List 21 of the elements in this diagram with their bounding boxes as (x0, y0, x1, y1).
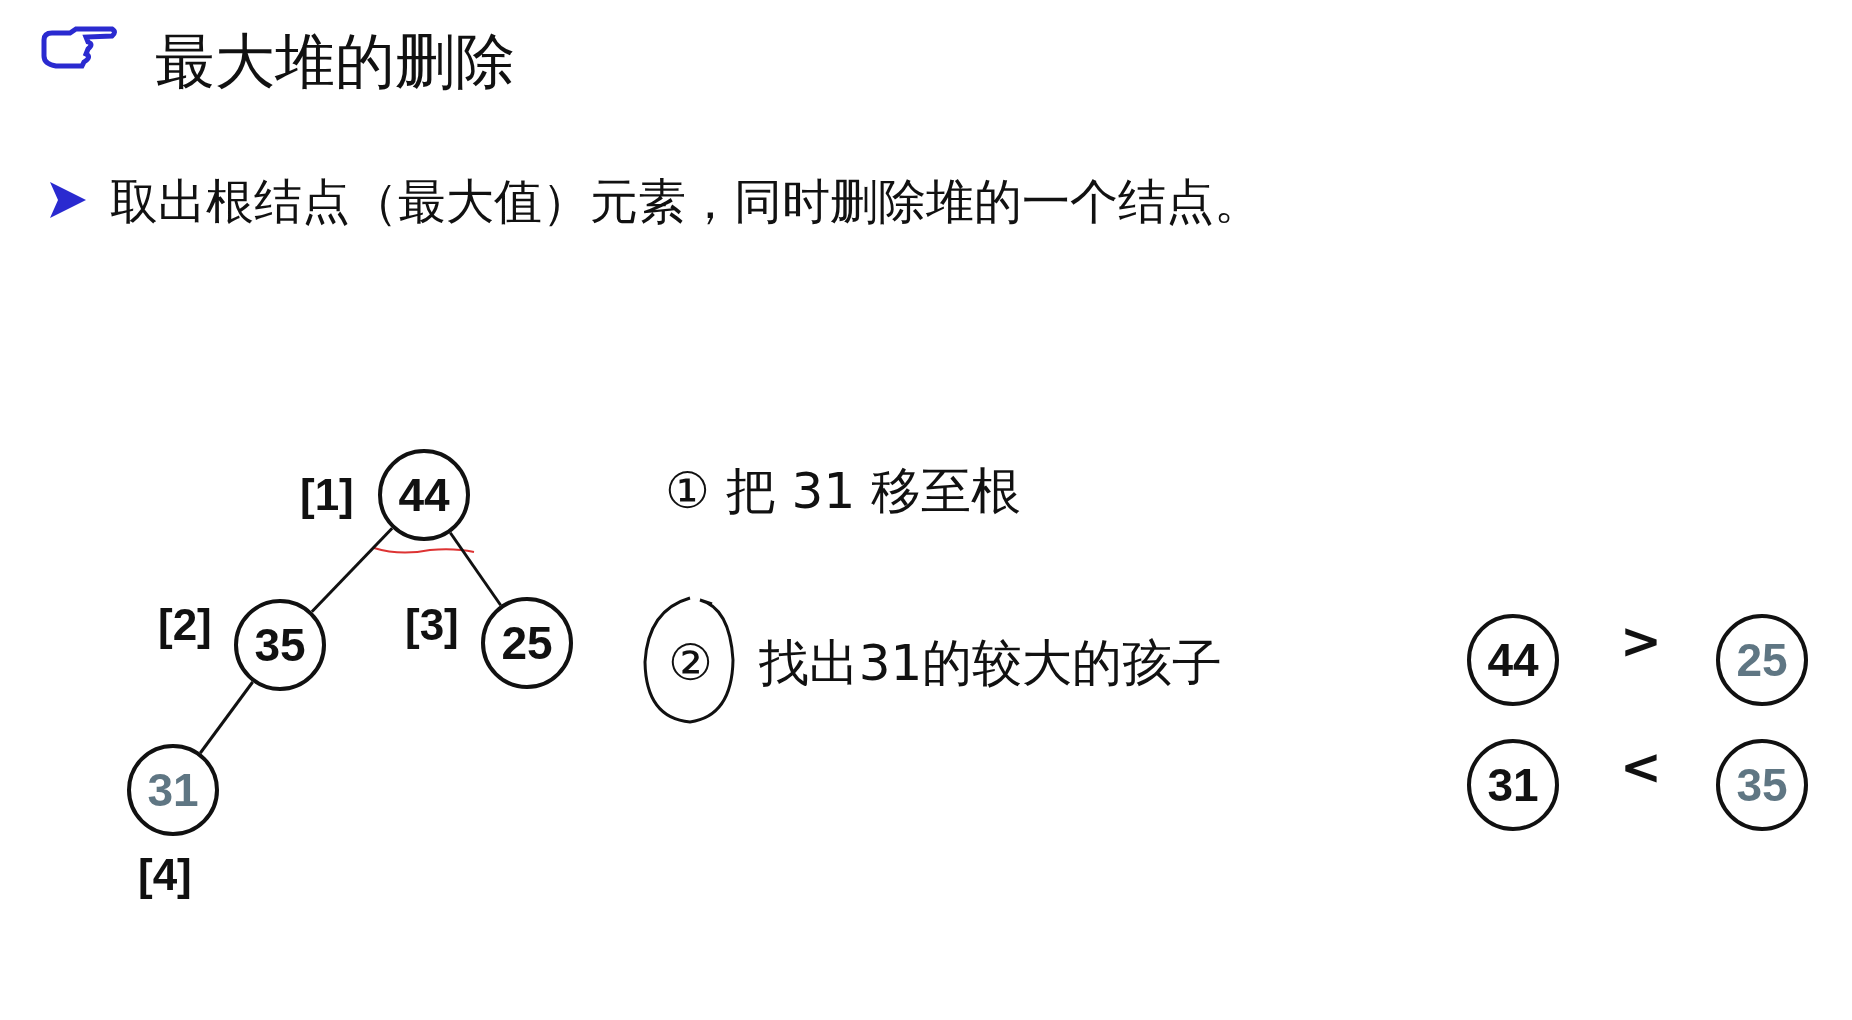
node-value: 44 (1487, 633, 1539, 687)
index-label: [1] (300, 470, 354, 520)
tree-edge (199, 681, 254, 754)
tree-edge (310, 527, 394, 613)
index-label: [2] (158, 600, 212, 650)
node-value: 25 (501, 616, 553, 670)
node-value: 44 (398, 468, 450, 522)
node-value: 35 (254, 618, 306, 672)
step-text: ① 把 31 移至根 (665, 461, 1022, 522)
node-value: 31 (1487, 758, 1539, 812)
node-value: 25 (1736, 633, 1788, 687)
bullet-text: 取出根结点（最大值）元素，同时删除堆的一个结点。 (110, 172, 1262, 231)
node-value: 35 (1736, 758, 1788, 812)
slide-title: 最大堆的删除 (155, 25, 515, 98)
index-label: [3] (405, 600, 459, 650)
comparison-sign: < (1620, 738, 1662, 796)
comparison-sign: > (1620, 612, 1662, 670)
index-label: [4] (138, 850, 192, 900)
tree-edge (449, 531, 502, 607)
node-value: 31 (147, 763, 199, 817)
step-text: ② 找出31的较大的孩子 (668, 633, 1223, 694)
